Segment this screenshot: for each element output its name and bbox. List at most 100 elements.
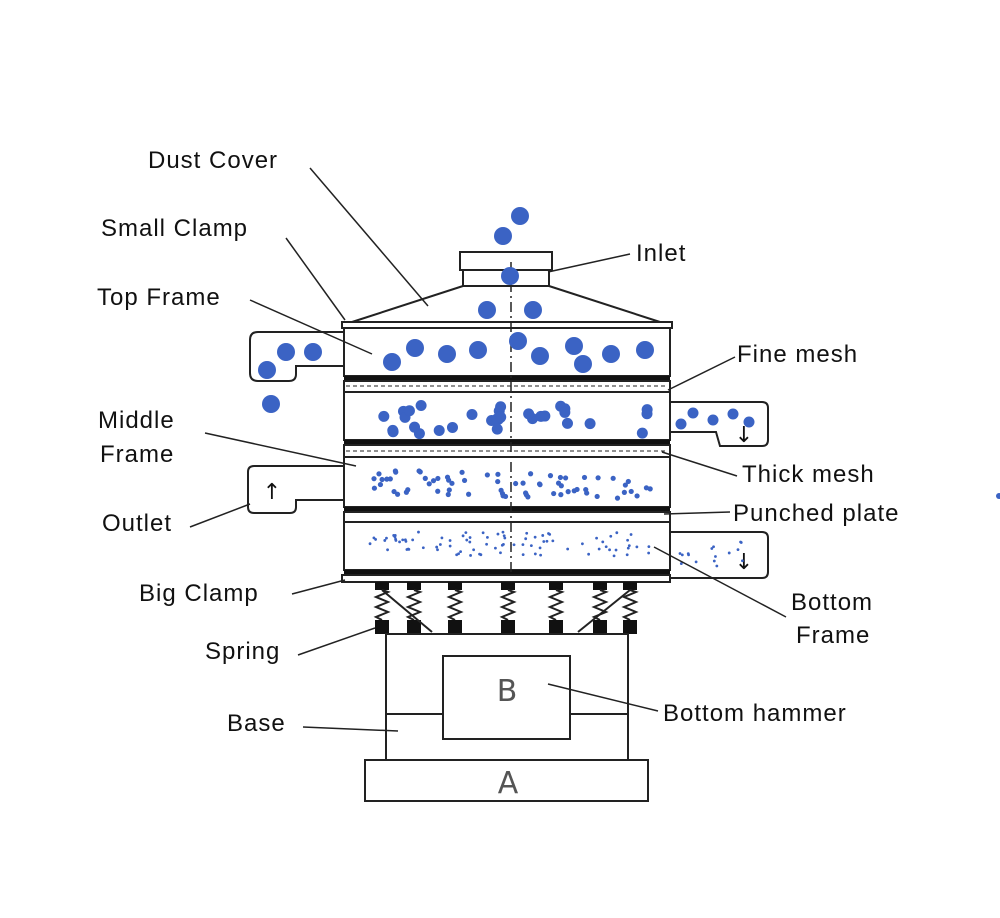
particle bbox=[727, 408, 739, 420]
particle bbox=[499, 551, 502, 555]
particle bbox=[403, 538, 407, 542]
label-punched-plate: Punched plate bbox=[733, 500, 899, 527]
spring-coil bbox=[499, 582, 517, 634]
particle bbox=[485, 542, 488, 546]
particle bbox=[625, 478, 631, 485]
particle bbox=[438, 345, 456, 363]
leader-big-clamp bbox=[291, 579, 346, 595]
leader-inlet bbox=[547, 253, 631, 273]
particle bbox=[558, 492, 564, 498]
particle bbox=[448, 544, 452, 548]
particle bbox=[433, 425, 445, 437]
particle bbox=[495, 478, 501, 485]
particle bbox=[466, 409, 478, 421]
particle bbox=[494, 546, 497, 550]
particle bbox=[727, 551, 731, 555]
particle bbox=[386, 548, 389, 552]
particle bbox=[547, 532, 550, 535]
particle bbox=[304, 343, 322, 361]
particle bbox=[584, 490, 590, 496]
particle bbox=[426, 481, 432, 487]
particle bbox=[521, 543, 525, 547]
particle bbox=[694, 560, 698, 564]
label-thick-mesh: Thick mesh bbox=[742, 461, 875, 488]
particle bbox=[394, 491, 401, 497]
particle bbox=[635, 545, 639, 549]
particle bbox=[675, 418, 687, 430]
particle bbox=[503, 536, 507, 540]
particle bbox=[537, 482, 543, 488]
particle bbox=[566, 547, 570, 551]
particle bbox=[551, 539, 555, 543]
particle bbox=[495, 401, 507, 413]
punched-plate bbox=[343, 507, 671, 523]
label-top-frame: Top Frame bbox=[97, 284, 221, 311]
label-small-clamp: Small Clamp bbox=[101, 215, 248, 242]
label-inlet: Inlet bbox=[636, 240, 686, 267]
particle bbox=[511, 207, 529, 225]
particle bbox=[403, 405, 415, 417]
particle bbox=[376, 471, 382, 477]
particle bbox=[687, 407, 699, 419]
particle bbox=[438, 543, 442, 546]
particle bbox=[539, 553, 543, 557]
motor-brace bbox=[381, 589, 433, 633]
particle bbox=[446, 487, 452, 493]
particle bbox=[435, 488, 441, 494]
particle bbox=[565, 489, 571, 495]
particle bbox=[509, 332, 527, 350]
particle bbox=[411, 538, 415, 542]
particle bbox=[622, 482, 628, 488]
leader-base bbox=[302, 726, 399, 732]
particle bbox=[422, 475, 428, 481]
particle bbox=[391, 488, 397, 495]
particle bbox=[574, 355, 592, 373]
particle bbox=[468, 536, 472, 539]
label-dust-cover: Dust Cover bbox=[148, 147, 278, 174]
outlet-down-arrow-lower: ↓ bbox=[735, 550, 753, 575]
particle bbox=[612, 554, 616, 558]
particle bbox=[595, 475, 601, 481]
base-plate bbox=[364, 759, 649, 802]
particle bbox=[502, 493, 509, 500]
particle bbox=[406, 339, 424, 357]
particle bbox=[608, 548, 611, 552]
particle bbox=[627, 544, 631, 548]
particle bbox=[712, 545, 715, 549]
particle bbox=[472, 548, 476, 552]
particle bbox=[647, 551, 651, 555]
particle bbox=[557, 474, 564, 481]
particle bbox=[430, 478, 437, 484]
particle bbox=[469, 341, 487, 359]
particle bbox=[587, 552, 591, 556]
particle bbox=[547, 473, 554, 479]
particle bbox=[440, 536, 444, 540]
particle bbox=[679, 562, 683, 565]
particle bbox=[545, 539, 549, 543]
spring-coil bbox=[405, 582, 423, 634]
leader-small-clamp bbox=[285, 237, 346, 321]
particle bbox=[496, 532, 500, 536]
particles bbox=[258, 207, 1000, 568]
particle bbox=[464, 531, 468, 535]
leader-middle-frame bbox=[204, 432, 357, 467]
particle bbox=[707, 414, 719, 426]
particle bbox=[409, 421, 421, 433]
particle bbox=[551, 490, 557, 497]
thick-mesh bbox=[343, 440, 671, 458]
particle bbox=[401, 538, 405, 542]
particle bbox=[421, 546, 425, 550]
particle bbox=[478, 552, 481, 556]
particle bbox=[385, 536, 388, 540]
particle bbox=[539, 410, 551, 422]
particle bbox=[371, 476, 377, 482]
particle bbox=[525, 494, 531, 500]
particle bbox=[743, 416, 755, 428]
particle bbox=[602, 345, 620, 363]
particle bbox=[636, 427, 648, 439]
particle bbox=[626, 546, 630, 550]
hammer-box-letter: B bbox=[497, 674, 518, 709]
particle bbox=[379, 476, 385, 483]
particle bbox=[372, 536, 376, 540]
